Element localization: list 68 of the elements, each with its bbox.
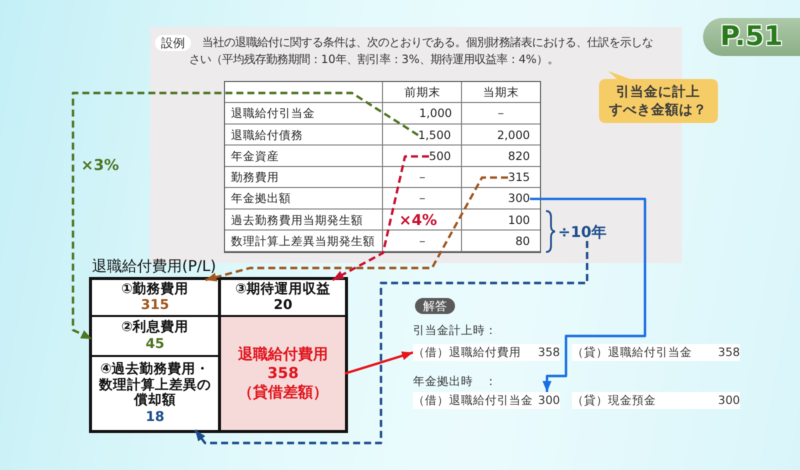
item-name: ③期待運用収益 [235, 282, 331, 298]
item-name: ①勤務費用 [121, 282, 189, 298]
dashed-arrow [72, 92, 419, 340]
row-label: 年金資産 [231, 148, 279, 164]
journal-entry [572, 344, 740, 361]
dashed-arrow [194, 241, 588, 444]
dashed-arrow [205, 176, 508, 282]
table-value: 500 [429, 148, 451, 164]
ledger-cell [92, 317, 221, 357]
row-label: 勤務費用 [231, 170, 279, 186]
page-number-tab: P.51 [703, 18, 800, 56]
dashed-arrow [332, 155, 429, 282]
amount-value: 300 [718, 392, 740, 409]
item-name: 退職給付費用 [238, 345, 328, 364]
journal-entry [413, 392, 560, 409]
account-name: （借）退職給付費用 [413, 344, 521, 361]
journal-entry [413, 344, 560, 361]
column-header: 当期末 [483, 85, 519, 100]
row-label: 退職給付引当金 [231, 106, 315, 122]
row-label: 過去勤務費用当期発生額 [231, 212, 363, 228]
amount-value: 45 [146, 336, 164, 352]
edge-label: ×3% [80, 156, 120, 174]
column-header: 前期末 [404, 85, 440, 100]
problem-text: 当社の退職給付に関する条件は、次のとおりである。個別財務諸表における、仕訳を示しなさい（平均残存勤務期間：10年、割引率：3%、期待運用収益率：4%）。 [189, 34, 654, 68]
balance-cell [221, 317, 345, 430]
answer-tag: 解答 [415, 298, 455, 314]
amount-value: 20 [274, 297, 292, 314]
entry-heading: 年金拠出時 ： [413, 374, 497, 389]
item-name: ④過去勤務費用・数理計算上差異の償却額 [98, 362, 212, 409]
table-value: 2,000 [497, 128, 530, 143]
account-title: 退職給付費用(P/L) [92, 256, 216, 276]
balance-note: （貸借差額） [238, 383, 328, 402]
table-value: － [416, 170, 428, 186]
account-name: （貸）退職給付引当金 [572, 344, 692, 361]
account-name: （借）退職給付引当金 [413, 392, 533, 409]
ledger-cell [221, 280, 345, 317]
ledger-cell [92, 280, 221, 317]
table-value: － [495, 106, 507, 122]
amount-value: 358 [267, 364, 299, 383]
table-value: 820 [508, 148, 530, 164]
ledger-cell [92, 357, 221, 430]
row-label: 数理計算上差異当期発生額 [231, 234, 375, 249]
example-tag: 設例 [155, 35, 191, 51]
journal-entry [572, 392, 740, 409]
row-label: 退職給付債務 [231, 128, 303, 143]
account-name: （貸）現金預金 [572, 392, 656, 409]
table-value: 315 [508, 170, 530, 186]
amount-value: 358 [538, 344, 560, 361]
arrow [344, 351, 414, 375]
amount-value: 315 [140, 297, 170, 314]
table-value: 300 [508, 191, 530, 206]
speech-bubble: 引当金に計上すべき金額は？ [596, 70, 721, 124]
amount-value: 300 [538, 392, 560, 409]
table-value: － [416, 234, 428, 249]
amount-value: 358 [718, 344, 740, 361]
amount-value: 18 [146, 408, 164, 425]
entry-heading: 引当金計上時： [413, 323, 497, 338]
table-value: － [416, 191, 428, 206]
table-value: 80 [515, 234, 530, 249]
item-name: ②利息費用 [121, 320, 189, 336]
division-note: ÷10年 [558, 223, 606, 241]
t-account [89, 256, 348, 433]
table-value: 1,500 [418, 128, 451, 143]
table-value: 100 [508, 212, 530, 228]
edge-label: ×4% [398, 211, 438, 229]
row-label: 年金拠出額 [231, 191, 291, 206]
arrow [530, 198, 646, 392]
table-value: 1,000 [419, 106, 452, 122]
